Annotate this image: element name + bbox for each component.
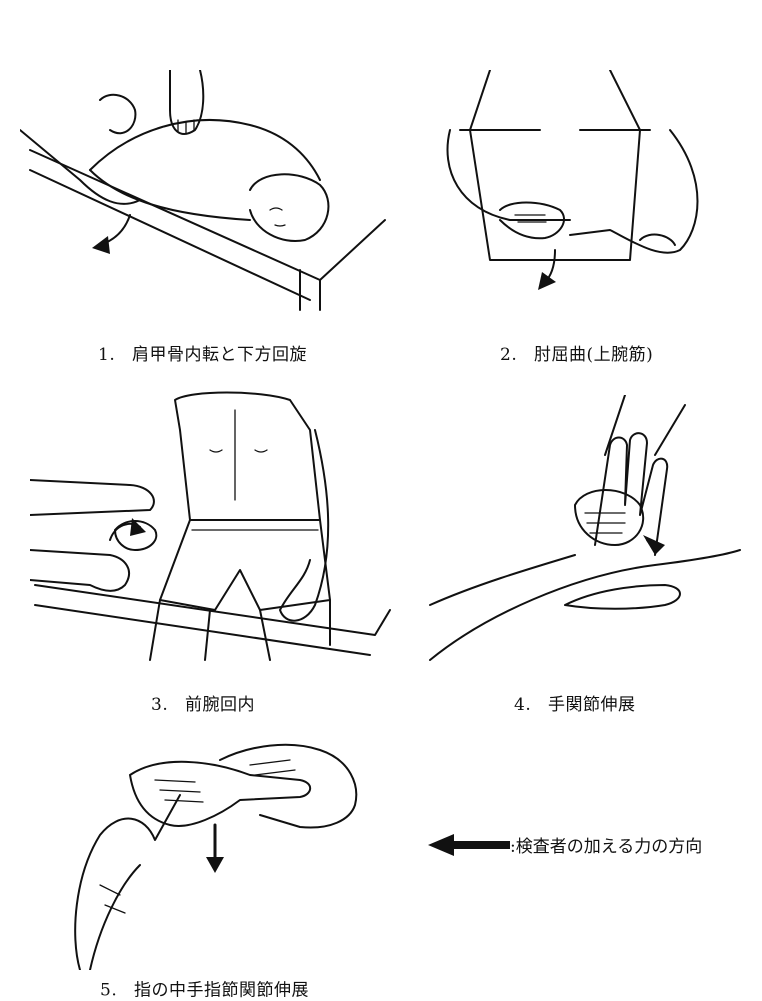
figure-2-illustration [430,70,740,310]
patient-hand [594,432,669,556]
examiner-arm-top [30,479,155,516]
force-arrow-2 [538,272,556,290]
figure-5-number: 5. [100,980,118,1001]
figure-4-illustration [425,395,745,670]
force-arrow-1 [92,236,110,254]
figure-4-label: 手関節伸展 [548,695,636,715]
examiner-hand-upper [219,743,358,829]
examiner-torso [469,70,641,261]
patient-torso [174,391,321,521]
table-outline [34,584,391,636]
patient-back [89,119,321,181]
figure-3-number: 3. [151,695,169,715]
figure-2-label: 肘屈曲(上腕筋) [534,345,654,365]
figure-5-illustration [60,735,380,970]
legend-arrow-head [428,833,454,856]
figure-1-illustration [20,70,400,320]
examiner-hand [574,489,645,546]
figure-4-number: 4. [514,695,532,715]
figure-3-label: 前腕回内 [185,695,255,715]
figure-2-number: 2. [500,345,518,365]
force-arrow-4 [643,535,665,555]
figure-4-caption: 4. 手関節伸展 [514,690,636,715]
legend-arrow-icon [428,833,510,856]
force-direction-legend: :検査者の加える力の方向 [428,832,702,857]
figure-5-label: 指の中手指節関節伸展 [134,980,309,1001]
patient-shorts [159,519,331,611]
figure-5-caption: 5. 指の中手指節関節伸展 [100,976,309,1001]
force-arrow-3 [130,518,146,536]
force-arrow-5 [206,857,224,873]
patient-hand [129,760,312,827]
figure-1-caption: 1. 肩甲骨内転と下方回旋 [98,340,307,365]
legend-arrow-shaft [450,840,510,849]
examiner-hand-lower [74,794,181,970]
figure-1-label: 肩甲骨内転と下方回旋 [132,345,307,365]
figure-2-caption: 2. 肘屈曲(上腕筋) [500,340,653,365]
examiner-hand-top [169,70,205,135]
figure-3-illustration [30,390,400,665]
patient-head [249,173,330,242]
patient-arm [446,129,571,221]
patient-forearm [429,549,741,661]
figure-3-caption: 3. 前腕回内 [151,690,255,715]
legend-text: :検査者の加える力の方向 [510,837,703,857]
examiner-hand [499,201,565,240]
examiner-hand-arm [20,129,141,205]
figure-1-number: 1. [98,345,116,365]
